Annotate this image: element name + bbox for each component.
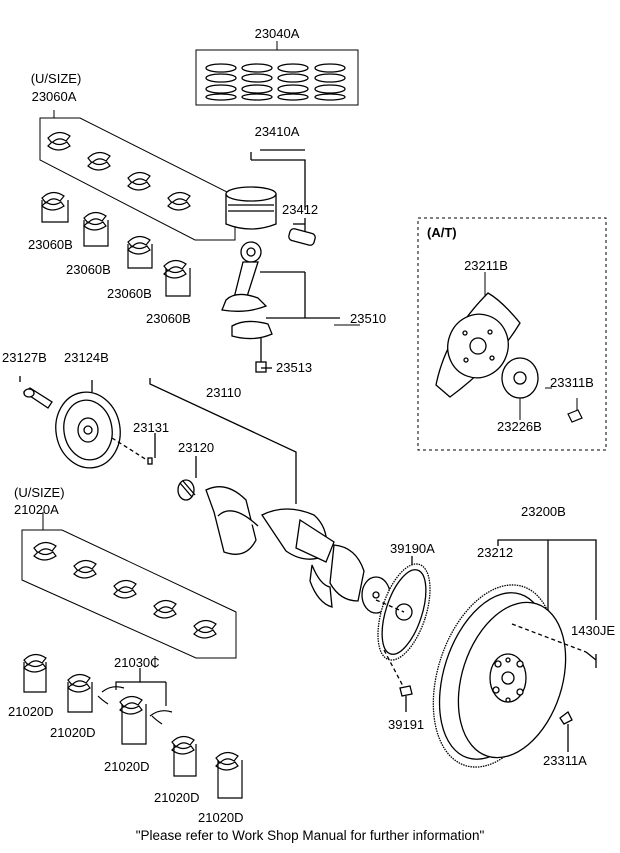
leader-lines: [42, 110, 360, 668]
crankshaft: [111, 378, 391, 614]
piston-ring-set: [195, 41, 359, 106]
part-label-21020D-2: 21020D: [50, 725, 96, 740]
part-label-23060B-3: 23060B: [107, 286, 152, 301]
part-label-23311A: 23311A: [543, 753, 587, 768]
part-label-23110: 23110: [206, 385, 242, 400]
part-label-23211B: 23211B: [464, 258, 508, 273]
part-label-21020D-5: 21020D: [198, 810, 244, 825]
part-label-23212: 23212: [477, 545, 514, 560]
part-label-23040A: 23040A: [254, 26, 300, 41]
connecting-rod: [221, 241, 340, 373]
bearing-23060B-set: [41, 191, 191, 297]
automatic-transmission-label: (A/T): [427, 225, 457, 240]
bearing-21020D-set: [23, 653, 243, 799]
part-label-23226B: 23226B: [497, 419, 542, 434]
part-label-23412: 23412: [282, 202, 319, 217]
footnote: "Please refer to Work Shop Manual for fu…: [135, 828, 485, 843]
part-label-23510: 23510: [350, 311, 387, 326]
part-label-23131: 23131: [133, 420, 170, 435]
piston-assembly: [225, 149, 316, 246]
part-label-23060A: 23060A: [31, 89, 77, 104]
flex-plate: [375, 556, 431, 712]
part-label-23410A: 23410A: [254, 124, 300, 139]
undersize-label-top: (U/SIZE): [30, 71, 82, 86]
lower-bearing-kit: [21, 529, 237, 659]
part-label-21020A: 21020A: [14, 502, 59, 517]
part-label-23060B-4: 23060B: [146, 311, 191, 326]
part-label-23060B-1: 23060B: [28, 237, 73, 252]
part-label-23124B: 23124B: [64, 350, 109, 365]
part-label-23200B: 23200B: [521, 504, 566, 519]
part-label-1430JE: 1430JE: [571, 623, 616, 638]
part-label-23060B-2: 23060B: [66, 262, 111, 277]
flywheel: [432, 539, 597, 768]
part-label-23311B: 23311B: [550, 375, 594, 390]
crankshaft-pulley: [19, 376, 121, 469]
part-label-39190A: 39190A: [390, 541, 435, 556]
part-label-21020D-4: 21020D: [154, 790, 200, 805]
part-label-21030C: 21030C: [114, 655, 160, 670]
part-label-39191: 39191: [388, 717, 425, 732]
part-label-23120: 23120: [178, 440, 215, 455]
part-label-21020D-1: 21020D: [8, 704, 54, 719]
part-label-23513: 23513: [276, 360, 313, 375]
upper-bearing-kit: [39, 117, 236, 241]
part-label-21020D-3: 21020D: [104, 759, 150, 774]
undersize-label-middle: (U/SIZE): [14, 485, 65, 500]
at-drive-plate-box: [417, 217, 607, 451]
part-label-23127B: 23127B: [2, 350, 47, 365]
